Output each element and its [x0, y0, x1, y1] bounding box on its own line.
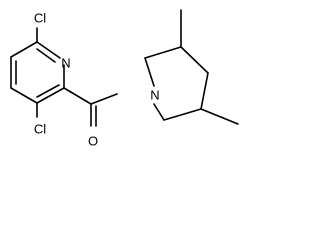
bond-n-c2p [144, 57, 155, 87]
atom-label-o-carbonyl: O [88, 134, 98, 149]
bond-c3p-c4p [180, 46, 209, 74]
bond-n-c6-inner [36, 48, 56, 63]
bond-c5p-c6p [163, 108, 202, 121]
pyridine-ring [10, 41, 65, 104]
bond-c2-carbonyl [63, 87, 92, 105]
bond-c4p-c5p [200, 72, 209, 110]
atom-label-n-piperidine: N [150, 88, 159, 103]
bond-carbonyl-n [90, 93, 118, 105]
bond-c4-c3 [10, 87, 38, 104]
bond-c6p-n [153, 103, 165, 121]
bond-c3-c2-inner [36, 84, 60, 98]
bond-c5p-methyl [200, 108, 239, 125]
atom-label-n-pyridine: N [61, 56, 70, 71]
piperidine-ring [144, 46, 209, 121]
molecule-structure-drawing: Cl N Cl O N [10, 9, 239, 149]
bond-n-c6 [36, 41, 61, 59]
bond-c2p-c3p [144, 46, 182, 59]
atom-label-cl-bottom: Cl [34, 122, 46, 137]
bond-c6-c5 [10, 41, 38, 58]
bond-c3-c2 [36, 87, 65, 104]
atom-label-cl-top: Cl [34, 11, 46, 26]
